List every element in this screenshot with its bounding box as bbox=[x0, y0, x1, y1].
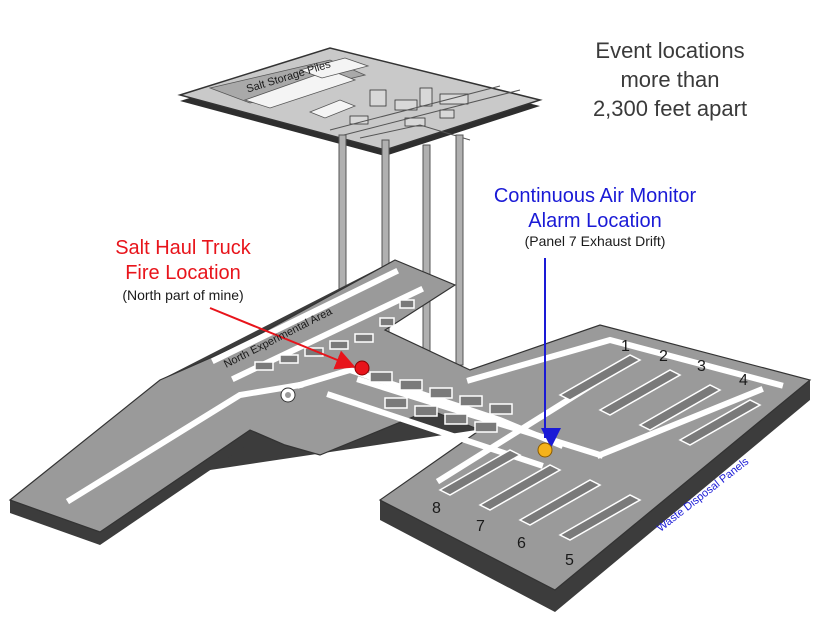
panel-number-2: 2 bbox=[659, 348, 668, 365]
cam-title-line-2: Alarm Location bbox=[528, 210, 662, 232]
cam-alarm-title: Continuous Air Monitor Alarm Location bbox=[470, 184, 720, 234]
panel-number-6: 6 bbox=[517, 535, 526, 552]
fire-location-subtitle: (North part of mine) bbox=[122, 287, 244, 303]
fire-arrow bbox=[209, 307, 356, 370]
summary-line-3: 2,300 feet apart bbox=[592, 96, 748, 121]
panel-rooms bbox=[438, 354, 762, 541]
fire-location-marker bbox=[354, 360, 370, 376]
surface-platform bbox=[177, 47, 543, 156]
fire-title-line-2: Fire Location bbox=[125, 262, 241, 284]
cam-location-marker bbox=[537, 442, 553, 458]
cam-alarm-subtitle: (Panel 7 Exhaust Drift) bbox=[524, 233, 666, 249]
fire-title-line-1: Salt Haul Truck bbox=[115, 237, 251, 259]
panel-number-5: 5 bbox=[565, 552, 574, 569]
panel-number-7: 7 bbox=[476, 518, 485, 535]
summary-line-2: more than bbox=[620, 67, 720, 92]
fire-location-title: Salt Haul Truck Fire Location bbox=[88, 236, 278, 286]
cam-title-line-1: Continuous Air Monitor bbox=[493, 185, 697, 207]
panel-number-3: 3 bbox=[697, 358, 706, 375]
pillars-north bbox=[254, 299, 513, 433]
event-distance-summary: Event locations more than 2,300 feet apa… bbox=[560, 36, 780, 123]
summary-line-1: Event locations bbox=[595, 38, 745, 63]
panel-number-8: 8 bbox=[432, 500, 441, 517]
shafts bbox=[338, 134, 464, 386]
panel-number-4: 4 bbox=[739, 372, 748, 389]
panel-number-1: 1 bbox=[621, 338, 630, 355]
stair-feature bbox=[280, 387, 296, 403]
